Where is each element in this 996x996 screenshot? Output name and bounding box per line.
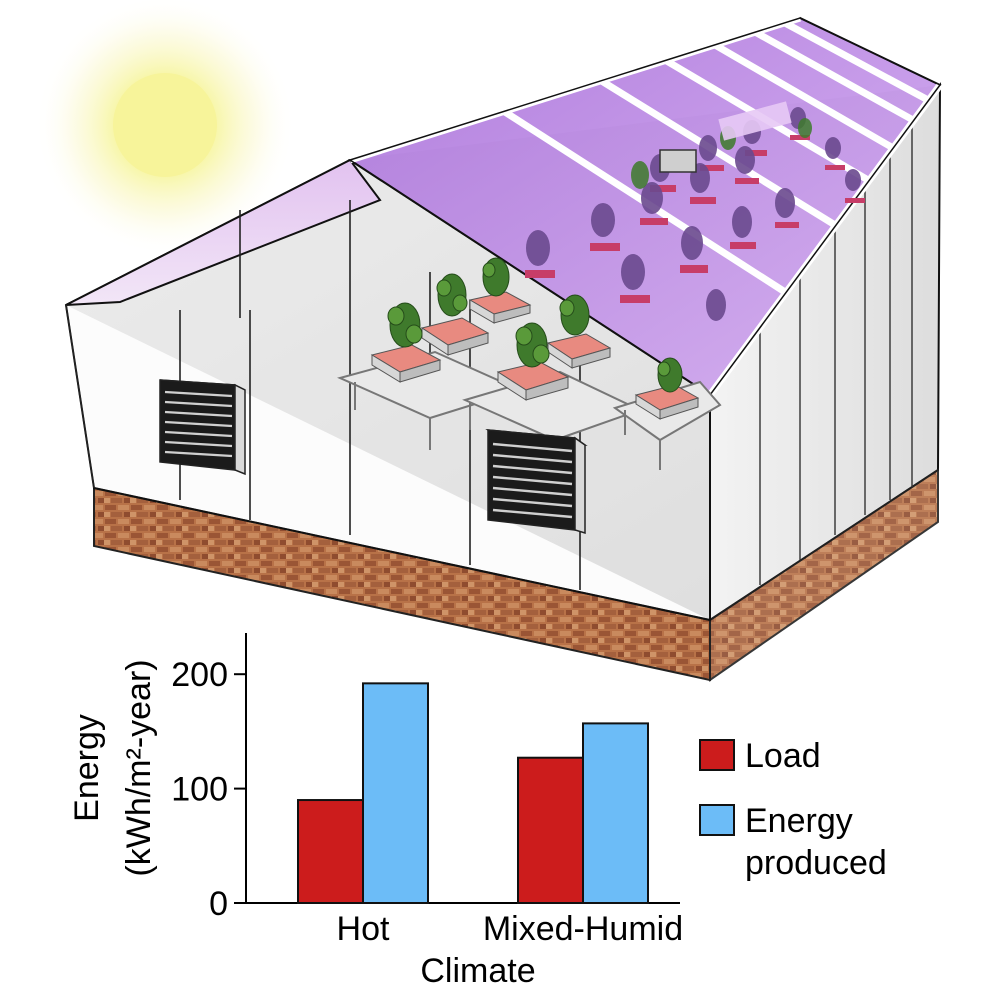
y-axis-title-line-2: (kWh/m²-year)	[120, 659, 158, 876]
y-axis-title-line-1: Energy	[68, 714, 106, 822]
y-tick-label: 200	[171, 656, 228, 694]
greenhouse-gable	[65, 158, 382, 306]
x-tick-label: Hot	[337, 910, 390, 948]
sun-icon	[35, 0, 295, 255]
legend-swatch	[699, 804, 735, 836]
bar-energy-produced-hot	[362, 682, 429, 904]
y-axis-title: Energy (kWh/m²-year)	[68, 659, 158, 876]
brick-base-side	[709, 468, 939, 682]
planters	[370, 291, 700, 420]
exhaust-fan-right-icon	[485, 428, 588, 535]
y-tick-label: 100	[171, 771, 228, 809]
plants-under-roof	[525, 101, 865, 321]
bar-load-hot	[297, 799, 364, 904]
x-axis-title: Climate	[420, 952, 535, 990]
bar-energy-produced-mixed-humid	[582, 722, 649, 905]
legend-label: produced	[745, 844, 887, 882]
side-wall-frame	[759, 125, 913, 585]
x-tick-label: Mixed-Humid	[483, 910, 683, 948]
legend-swatch	[699, 739, 735, 771]
exhaust-fan-left-icon	[159, 379, 246, 476]
plants	[387, 257, 683, 393]
bar-load-mixed-humid	[517, 756, 584, 904]
chart-bars	[297, 682, 649, 905]
legend-label: Load	[745, 737, 821, 775]
legend-label: Energy	[745, 802, 853, 840]
y-tick-label: 0	[209, 885, 228, 923]
